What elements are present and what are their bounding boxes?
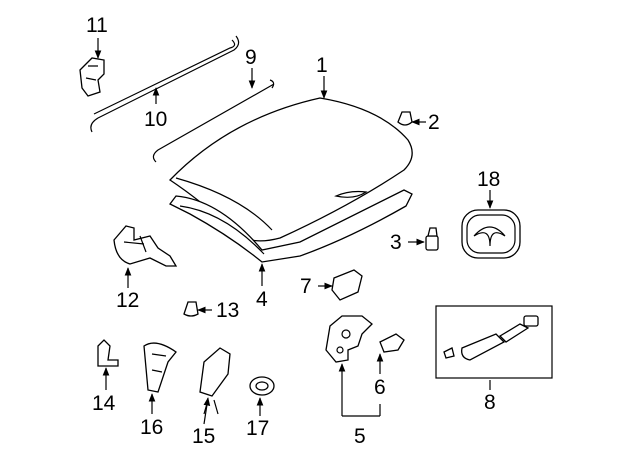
- callout-9: 9: [245, 46, 257, 69]
- hood-seal-part: [169, 189, 413, 263]
- lock-cylinder-inset: [435, 305, 553, 379]
- release-lever-part: [199, 347, 231, 415]
- hinge-bracket-part: [79, 57, 105, 97]
- support-rod-part: [152, 79, 275, 163]
- callout-7: 7: [300, 275, 312, 298]
- callout-4: 4: [256, 288, 268, 311]
- callout-8: 8: [484, 391, 496, 414]
- callout-11: 11: [86, 14, 108, 37]
- leader-15: [203, 397, 211, 425]
- callout-14: 14: [92, 392, 116, 415]
- prop-rod-part: [90, 35, 240, 133]
- bumper-part: [425, 227, 439, 251]
- clip-part: [397, 111, 413, 126]
- latch-bracket-part: [331, 269, 363, 301]
- callout-12: 12: [116, 289, 139, 312]
- retainer-clip-part: [183, 301, 199, 317]
- lock-assembly-part: [325, 315, 373, 363]
- cable-bracket-part: [143, 342, 177, 393]
- callout-15: 15: [192, 425, 215, 448]
- emblem-part: [461, 209, 521, 259]
- grommet-part: [249, 376, 275, 396]
- callout-16: 16: [140, 416, 163, 439]
- callout-3: 3: [390, 231, 402, 254]
- callout-1: 1: [316, 54, 328, 77]
- striker-part: [379, 333, 405, 353]
- callout-18: 18: [477, 168, 500, 191]
- hood-hinge-part: [113, 225, 178, 267]
- rod-holder-part: [97, 339, 119, 367]
- callout-5: 5: [354, 425, 366, 448]
- callout-10: 10: [144, 108, 167, 131]
- callout-13: 13: [216, 299, 239, 322]
- callout-6: 6: [374, 376, 386, 399]
- callout-2: 2: [428, 111, 440, 134]
- callout-17: 17: [246, 417, 269, 440]
